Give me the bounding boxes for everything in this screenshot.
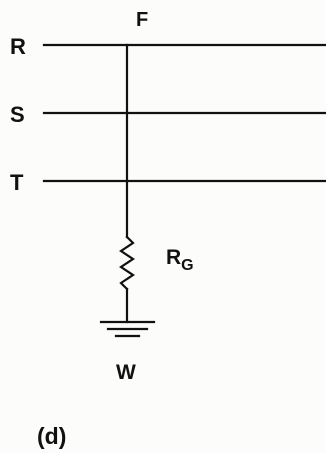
resistor-label-subscript: G bbox=[181, 257, 193, 274]
resistor-label-main: R bbox=[166, 246, 181, 269]
fault-label: F bbox=[136, 9, 148, 31]
phase-line-r: R bbox=[10, 34, 326, 59]
resistor-symbol bbox=[119, 235, 135, 291]
phase-label-r: R bbox=[10, 34, 26, 59]
phase-label-t: T bbox=[10, 170, 24, 195]
ground-icon bbox=[99, 320, 156, 338]
phase-line-t: T bbox=[10, 170, 326, 195]
resistor-label: RG bbox=[166, 246, 194, 274]
phase-line-s: S bbox=[10, 102, 326, 127]
ground-label: W bbox=[116, 361, 136, 384]
figure-caption: (d) bbox=[37, 423, 66, 449]
phase-label-s: S bbox=[10, 102, 25, 127]
